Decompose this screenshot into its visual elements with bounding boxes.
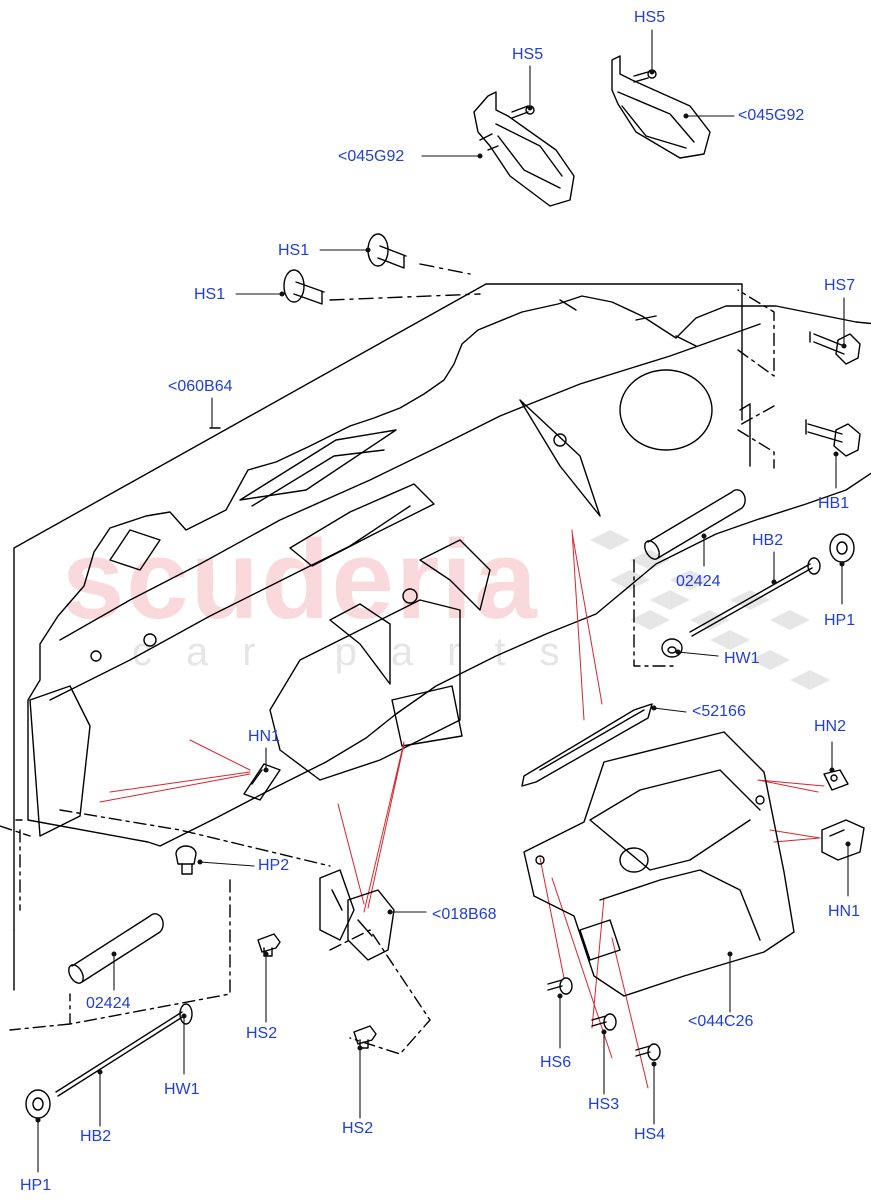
callout-sleeve-02424-left[interactable]: 02424	[86, 995, 131, 1012]
bracket-044c26	[523, 731, 795, 997]
screw-hs2-a	[257, 933, 281, 957]
callout-hs1-a[interactable]: HS1	[278, 242, 310, 259]
bracket-045g92-right	[611, 55, 711, 159]
bracket-018b68	[319, 869, 395, 961]
red-leaders	[99, 529, 825, 1089]
clip-hn1-right	[821, 819, 865, 861]
callout-bracket-044c26[interactable]: <044C26	[688, 1013, 754, 1030]
callout-hs7[interactable]: HS7	[824, 277, 856, 294]
callout-sleeve-02424-right[interactable]: 02424	[676, 573, 721, 590]
callout-hp1-right[interactable]: HP1	[824, 612, 856, 629]
plug-hp2	[175, 845, 197, 875]
beam-frame-lines	[0, 283, 775, 1055]
plug-hp1-right	[829, 533, 855, 563]
callout-hb1[interactable]: HB1	[818, 495, 850, 512]
sleeve-02424-left	[68, 913, 164, 984]
screw-hs2-b	[353, 1025, 377, 1049]
callout-hs1-b[interactable]: HS1	[194, 286, 226, 303]
checker-watermark	[590, 530, 830, 690]
strip-52166	[521, 703, 653, 787]
callout-hn2[interactable]: HN2	[814, 718, 847, 735]
bolt-hb2-left	[55, 1003, 193, 1097]
callout-hp2[interactable]: HP2	[258, 857, 290, 874]
callout-hs5-a[interactable]: HS5	[512, 46, 544, 63]
screw-hs1-lower	[283, 269, 325, 305]
callout-leaders	[35, 29, 851, 1173]
screw-hs6	[547, 977, 573, 995]
callout-hn1-right[interactable]: HN1	[828, 903, 861, 920]
callout-hw1-right[interactable]: HW1	[724, 650, 760, 667]
callout-hs3[interactable]: HS3	[588, 1096, 620, 1113]
sleeve-02424-right	[644, 489, 746, 560]
callout-bracket-045g92-a[interactable]: <045G92	[338, 148, 405, 165]
screw-hs4	[635, 1043, 661, 1061]
screw-hs1-upper	[367, 233, 407, 269]
callout-hs6[interactable]: HS6	[540, 1054, 572, 1071]
callout-hn1-left[interactable]: HN1	[248, 728, 281, 745]
hs1-axis-lines	[329, 263, 481, 301]
bolt-hs7	[809, 331, 861, 365]
bolt-hb2-right	[689, 557, 821, 637]
callout-hs2-b[interactable]: HS2	[342, 1120, 374, 1137]
callout-hp1-left[interactable]: HP1	[20, 1177, 52, 1194]
nut-hn2	[823, 769, 849, 791]
plug-hp1-left	[25, 1089, 51, 1119]
callout-hs2-a[interactable]: HS2	[246, 1025, 278, 1042]
callout-hw1-left[interactable]: HW1	[164, 1081, 200, 1098]
bracket-045g92-left	[473, 91, 575, 207]
screw-hs3	[591, 1013, 617, 1031]
callout-bracket-018b68[interactable]: <018B68	[432, 906, 497, 923]
callout-hb2-right[interactable]: HB2	[752, 532, 784, 549]
callout-part-52166[interactable]: <52166	[692, 703, 746, 720]
callout-hs5-b[interactable]: HS5	[634, 9, 666, 26]
clip-hn1-left	[243, 763, 281, 801]
washer-hw1-right	[661, 638, 683, 658]
bolt-hb1	[805, 419, 861, 457]
callout-hb2-left[interactable]: HB2	[80, 1128, 112, 1145]
callout-bracket-045g92-b[interactable]: <045G92	[738, 107, 805, 124]
callout-hs4[interactable]: HS4	[634, 1126, 666, 1143]
callout-crossbeam-060b64[interactable]: <060B64	[168, 378, 233, 395]
crossbeam-060b64-body	[27, 295, 871, 847]
